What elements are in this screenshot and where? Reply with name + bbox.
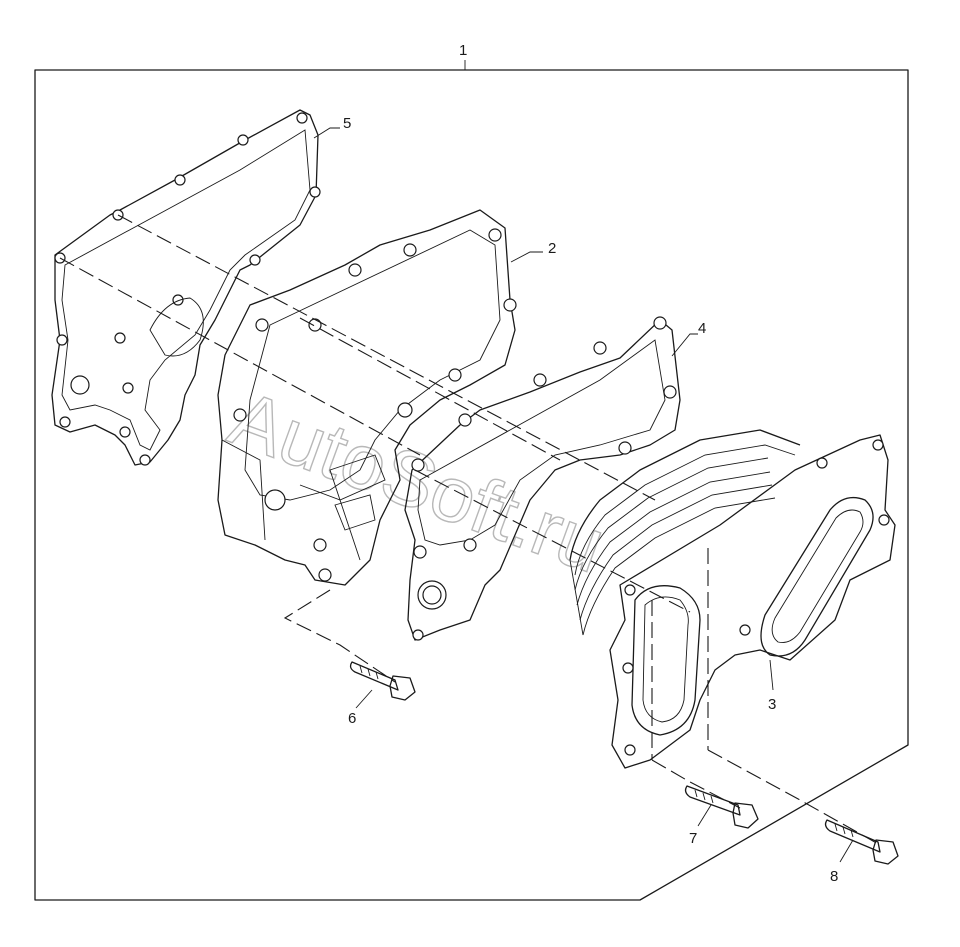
callout-3: 3	[768, 696, 776, 713]
callout-8: 8	[830, 868, 838, 885]
callout-leaders	[313, 127, 854, 863]
assembly-centerlines	[59, 214, 881, 846]
callout-5: 5	[343, 115, 351, 132]
callout-2: 2	[548, 240, 556, 257]
callout-6: 6	[348, 710, 356, 727]
callout-1: 1	[459, 42, 467, 59]
callout-7: 7	[689, 830, 697, 847]
bolt-6	[349, 661, 416, 701]
callout-4: 4	[698, 320, 706, 337]
assembly-frame	[34, 69, 909, 901]
cooler-housing-2	[217, 209, 517, 586]
oil-cooler-3	[569, 429, 896, 769]
gasket-4	[404, 316, 681, 641]
bolt-8	[824, 819, 899, 865]
gasket-5	[51, 109, 321, 466]
bolt-7	[684, 785, 759, 829]
